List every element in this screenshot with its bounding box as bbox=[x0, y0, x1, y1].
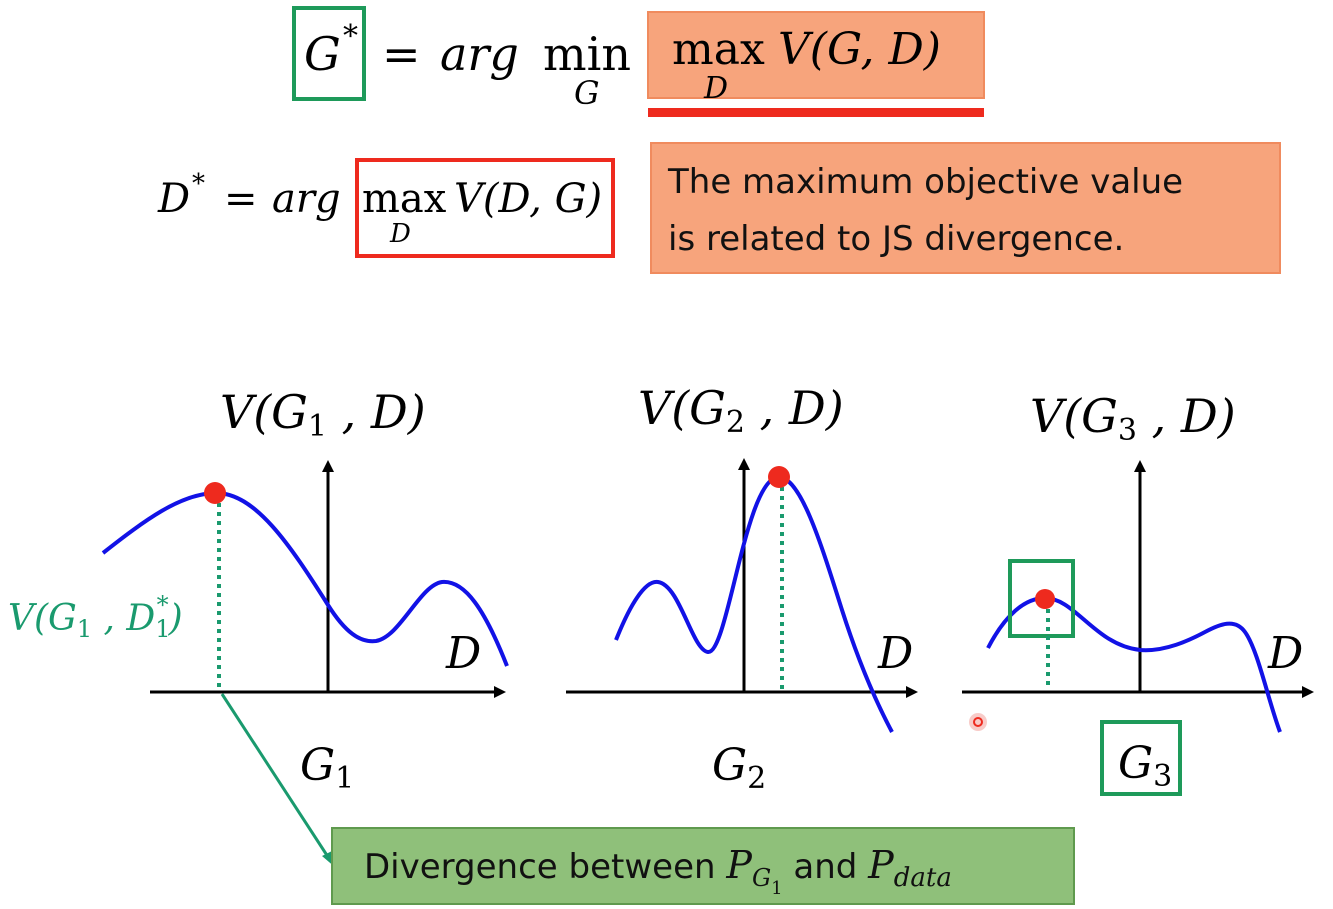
plot-g3: V(G3 , D) D G3 bbox=[962, 389, 1314, 796]
g-star-green-box bbox=[292, 6, 366, 101]
divergence-and: and bbox=[783, 847, 869, 887]
v-g1-d1-sub2: 1 bbox=[155, 615, 170, 643]
plot-g1-below-main: G bbox=[300, 740, 335, 791]
plot-g1-below-sub: 1 bbox=[335, 761, 354, 796]
divergence-p1: P bbox=[725, 843, 753, 887]
d-star-symbol: D bbox=[157, 176, 190, 222]
plot-g3-max-point bbox=[1035, 589, 1055, 609]
pointer-marker-core bbox=[973, 717, 983, 727]
inner-max-red-underline bbox=[648, 108, 984, 117]
plot-g2-title-main: V(G bbox=[638, 381, 726, 435]
v-g1-d1-mid: , D bbox=[92, 598, 155, 639]
plot-g3-green-highlight-box bbox=[1008, 559, 1075, 638]
js-divergence-callout: The maximum objective value is related t… bbox=[650, 142, 1281, 274]
plot-g2-y-arrow bbox=[738, 458, 750, 470]
plot-g1-title: V(G1 , D) bbox=[220, 385, 426, 444]
plot-g3-below-main: G bbox=[1118, 738, 1153, 789]
d-star-red-box bbox=[355, 158, 615, 258]
plot-g3-title-sub: 3 bbox=[1118, 413, 1137, 448]
d-star-function: V(D, G) bbox=[454, 176, 602, 222]
plot-g1-x-arrow bbox=[494, 686, 506, 698]
plot-g3-axis-label: D bbox=[1267, 628, 1303, 679]
plot-g3-below-sub: 3 bbox=[1153, 759, 1172, 794]
divergence-prefix: Divergence between bbox=[364, 847, 726, 887]
d-star-max-subscript: D bbox=[389, 219, 411, 249]
js-callout-box bbox=[650, 142, 1281, 274]
plot-g3-title-main: V(G bbox=[1030, 389, 1118, 443]
equation-d-star: D * = arg max D V(D, G) bbox=[157, 158, 615, 258]
plot-g1-curve bbox=[101, 490, 509, 667]
d-star-equals: = bbox=[224, 176, 258, 222]
plot-g3-y-arrow bbox=[1134, 460, 1146, 472]
d-star-superscript: * bbox=[192, 169, 205, 199]
equation-g-star: G * = arg min G max D V(G, D) bbox=[292, 6, 985, 117]
g-star-min-subscript: G bbox=[574, 74, 600, 112]
plot-g2: V(G2 , D) D G2 bbox=[566, 381, 918, 796]
divergence-callout-box bbox=[331, 827, 1075, 905]
inner-max-operator: max bbox=[672, 24, 765, 75]
divergence-p2-sub: data bbox=[894, 863, 952, 893]
inner-max-subscript: D bbox=[703, 71, 728, 106]
v-g1-d1-tail: ) bbox=[168, 598, 183, 639]
g-star-symbol: G bbox=[304, 27, 341, 81]
plot-g1-max-point bbox=[204, 482, 226, 504]
divergence-p2: P bbox=[867, 843, 895, 887]
plot-g2-axis-label: D bbox=[877, 628, 913, 679]
d-star-max-operator: max bbox=[362, 176, 447, 222]
plot-g1-title-tail: , D) bbox=[327, 385, 426, 439]
js-callout-line-2: is related to JS divergence. bbox=[668, 219, 1124, 259]
plot-g2-curve bbox=[614, 474, 894, 733]
js-callout-line-1: The maximum objective value bbox=[667, 162, 1183, 202]
plot-g2-below-main: G bbox=[712, 740, 747, 791]
plot-g3-title: V(G3 , D) bbox=[1030, 389, 1236, 448]
divergence-callout: Divergence between PG1 and Pdata bbox=[331, 827, 1075, 905]
plot-g3-x-arrow bbox=[1302, 686, 1314, 698]
d-star-arg: arg bbox=[272, 176, 341, 222]
plot-g1-axis-label: D bbox=[445, 628, 481, 679]
g-star-superscript: * bbox=[343, 19, 358, 54]
v-g1-d1-star-annotation: V(G1 , D1*) bbox=[8, 591, 183, 643]
plot-g1-title-main: V(G bbox=[220, 385, 308, 439]
pointer-marker bbox=[969, 713, 987, 731]
plot-g2-below-label: G2 bbox=[712, 740, 766, 796]
plot-g3-title-tail: , D) bbox=[1137, 389, 1236, 443]
plot-g2-title-sub: 2 bbox=[726, 405, 745, 440]
v-g1-d1-main: V(G bbox=[8, 598, 77, 639]
v-g1-d1-sub: 1 bbox=[77, 615, 92, 643]
v-g1-d1-sup2: * bbox=[157, 591, 169, 619]
plot-g3-below-label: G3 bbox=[1118, 738, 1172, 794]
plot-g2-title-tail: , D) bbox=[745, 381, 844, 435]
g-star-equals: = bbox=[382, 27, 421, 81]
plot-g2-title: V(G2 , D) bbox=[638, 381, 844, 440]
divergence-arrow-line bbox=[220, 693, 332, 861]
plot-g2-x-arrow bbox=[906, 686, 918, 698]
plot-g3-below-green-box bbox=[1100, 720, 1182, 796]
plot-g2-below-sub: 2 bbox=[747, 761, 766, 796]
g-star-min-operator: min bbox=[543, 27, 631, 81]
plot-g1: V(G1 , D) D G1 V(G1 , D1*) bbox=[8, 385, 509, 796]
divergence-p1-sub: G bbox=[752, 864, 771, 892]
inner-max-orange-box bbox=[647, 11, 985, 99]
plot-g3-curve bbox=[986, 595, 1282, 733]
plot-g2-max-point bbox=[768, 466, 790, 488]
inner-max-function: V(G, D) bbox=[778, 24, 941, 75]
plot-g1-title-sub: 1 bbox=[308, 409, 327, 444]
plot-g1-below-label: G1 bbox=[300, 740, 354, 796]
plot-g1-y-arrow bbox=[322, 460, 334, 472]
g-star-arg: arg bbox=[440, 27, 519, 81]
divergence-p1-subsub: 1 bbox=[771, 878, 782, 899]
divergence-callout-text: Divergence between PG1 and Pdata bbox=[364, 843, 952, 899]
